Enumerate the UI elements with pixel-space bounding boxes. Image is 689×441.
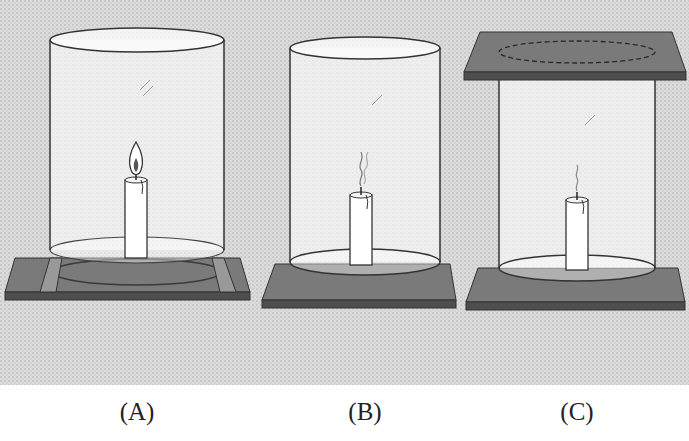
- stippled-ground: [0, 0, 689, 385]
- panel-label: (B): [348, 398, 381, 426]
- panel-label: (A): [120, 398, 155, 426]
- setup-c: [464, 32, 686, 310]
- setup-a: [5, 28, 250, 300]
- setup-b: [262, 37, 456, 308]
- panel-label: (C): [560, 398, 593, 426]
